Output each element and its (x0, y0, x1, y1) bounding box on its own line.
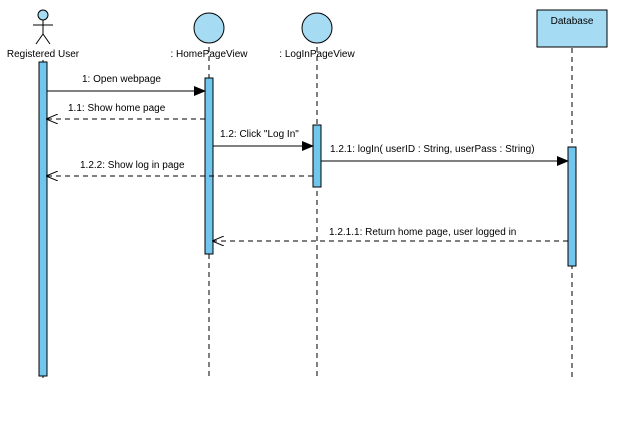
message-label: 1: Open webpage (82, 74, 161, 85)
participant-label: Database (551, 16, 594, 27)
activation-bar-loginpageview (312, 124, 322, 188)
database-box (536, 9, 608, 48)
message-show-home-page[interactable]: 1.1: Show home page (47, 103, 205, 119)
boundary-icon (193, 12, 225, 44)
participant-homepageview[interactable]: : HomePageView (170, 12, 248, 60)
participant-label: : HomePageView (170, 49, 248, 60)
participant-label: : LogInPageView (279, 49, 355, 60)
activations (38, 61, 577, 377)
message-return-home-page[interactable]: 1.2.1.1: Return home page, user logged i… (213, 227, 568, 241)
boundary-icon (301, 12, 333, 44)
message-show-log-in-page[interactable]: 1.2.2: Show log in page (47, 160, 313, 176)
participant-label: Registered User (7, 49, 80, 60)
activation-bar-database (567, 146, 577, 267)
message-label: 1.2.1.1: Return home page, user logged i… (329, 227, 516, 238)
participant-database[interactable]: Database (536, 9, 608, 48)
message-click-log-in[interactable]: 1.2: Click "Log In" (213, 129, 314, 151)
message-label: 1.2.1: logIn( userID : String, userPass … (330, 144, 535, 155)
message-label: 1.1: Show home page (68, 103, 166, 114)
participant-registered-user[interactable]: Registered User (7, 9, 80, 60)
lifelines (42, 38, 573, 378)
activation-bar-homepageview (204, 77, 214, 255)
actor-icon (33, 9, 53, 45)
message-open-webpage[interactable]: 1: Open webpage (47, 74, 206, 96)
participant-loginpageview[interactable]: : LogInPageView (279, 12, 355, 60)
message-label: 1.2.2: Show log in page (80, 160, 185, 171)
message-label: 1.2: Click "Log In" (220, 129, 299, 140)
message-login-call[interactable]: 1.2.1: logIn( userID : String, userPass … (321, 144, 569, 166)
activation-bar-registered-user (38, 61, 48, 377)
